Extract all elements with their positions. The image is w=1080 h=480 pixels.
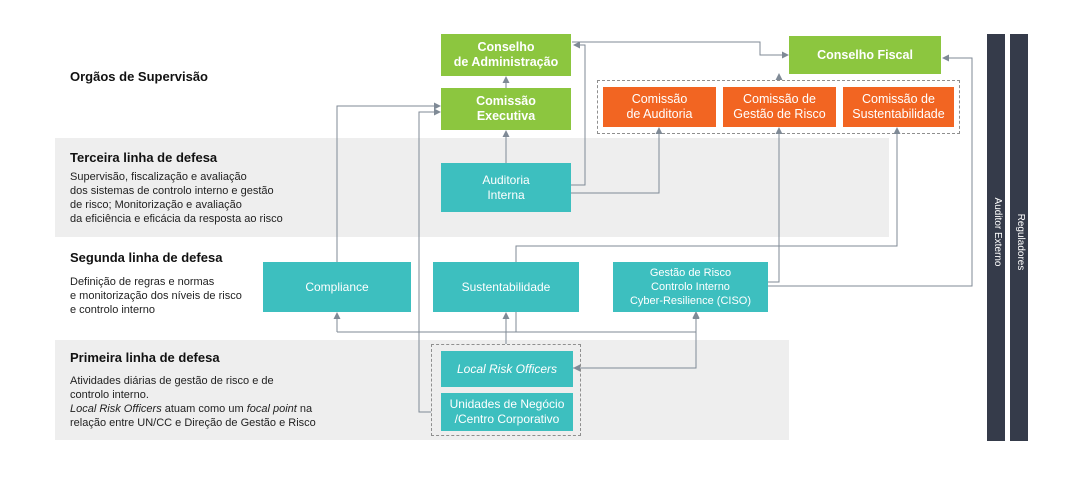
- reguladores-bar: [1010, 34, 1028, 441]
- admin-to-fiscal-arrow: [572, 41, 789, 59]
- compliance-to-exec-arrow: [336, 102, 441, 262]
- reguladores-label: Reguladores: [1015, 213, 1026, 271]
- first-line-group: [431, 344, 581, 436]
- second-line-title: Segunda linha de defesa: [70, 250, 223, 265]
- local-risk-officers-box: Local Risk Officers: [441, 351, 573, 387]
- first-line-description: Atividades diárias de gestão de risco e …: [70, 375, 316, 429]
- third-line-title: Terceira linha de defesa: [70, 150, 218, 165]
- units-to-exec-arrow: [418, 108, 441, 413]
- auditor-externo-bar: [987, 34, 1005, 441]
- supervision-title: Orgãos de Supervisão: [70, 69, 208, 84]
- compliance-box: Compliance: [263, 262, 411, 312]
- sust-to-sust-committee-arrow: [515, 127, 901, 262]
- unidades-negocio-box: Unidades de Negócio/Centro Corporativo: [441, 393, 573, 431]
- first-line-title: Primeira linha de defesa: [70, 350, 220, 365]
- lro-to-risk-arrow: [573, 312, 700, 369]
- risk-to-risk-committee-arrow: [768, 127, 783, 283]
- second-line-description: Definição de regras e normas e monitoriz…: [70, 276, 242, 316]
- auditor-externo-label: Auditor Externo: [992, 197, 1003, 267]
- first-line-band: [55, 340, 789, 440]
- audit-to-admin-arrow: [571, 41, 586, 186]
- third-line-description: Supervisão, fiscalização e avaliação dos…: [70, 171, 283, 225]
- audit-to-commission-arrow: [571, 127, 663, 194]
- risk-to-fiscal-arrow: [768, 54, 973, 287]
- sustentabilidade-box: Sustentabilidade: [433, 262, 579, 312]
- conselho-fiscal-box: Conselho Fiscal: [789, 36, 941, 74]
